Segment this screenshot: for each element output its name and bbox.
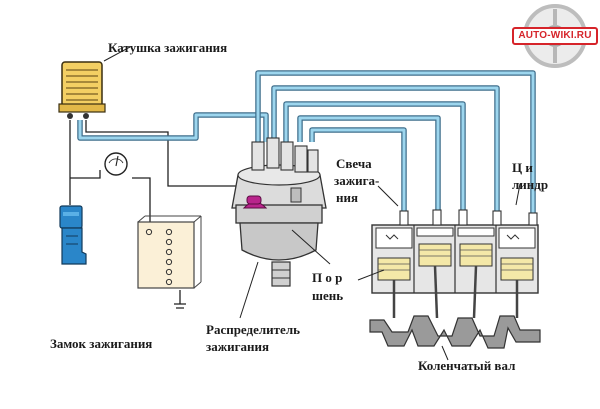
distributor-inner-leader bbox=[291, 229, 331, 265]
engine-block bbox=[371, 224, 539, 294]
high-voltage-wires bbox=[77, 70, 536, 215]
cylinder-leader-line bbox=[515, 183, 521, 206]
label-spark-plug-line3: ния bbox=[336, 190, 359, 205]
label-ignition-coil: Катушка зажигания bbox=[108, 40, 228, 55]
coil-leader-line bbox=[103, 46, 131, 62]
control-panel bbox=[137, 215, 202, 289]
label-distributor-line2: зажигания bbox=[206, 339, 270, 354]
distributor-leader-line bbox=[239, 261, 259, 319]
coil-to-distributor-wire bbox=[85, 120, 246, 187]
crankshaft-leader-line bbox=[441, 345, 449, 361]
label-piston-line2: шень bbox=[312, 288, 344, 303]
ground-symbol bbox=[174, 290, 186, 309]
spark-plug-leader-line bbox=[377, 185, 399, 207]
label-spark-plug-line2: зажига- bbox=[334, 173, 380, 188]
site-logo: AUTO-WIKI.RU bbox=[512, 3, 598, 69]
piston-leader-line bbox=[357, 269, 385, 281]
meter-right-wire bbox=[132, 177, 151, 225]
label-piston-line1: П о р bbox=[312, 270, 343, 285]
spark-plugs bbox=[399, 209, 538, 226]
distributor bbox=[231, 137, 327, 287]
low-voltage-wiring bbox=[69, 120, 246, 309]
label-distributor-line1: Распределитель bbox=[206, 322, 300, 337]
ignition-coil bbox=[58, 61, 106, 119]
label-cylinder-line2: линдр bbox=[512, 177, 549, 192]
ignition-lock bbox=[59, 205, 87, 265]
label-spark-plug-line1: Свеча bbox=[336, 156, 372, 171]
gauge bbox=[104, 152, 128, 176]
meter-left-wire bbox=[70, 170, 101, 179]
label-cylinder-line1: Ц и bbox=[512, 160, 533, 175]
logo-text: AUTO-WIKI.RU bbox=[512, 27, 598, 45]
crankshaft bbox=[369, 315, 541, 349]
label-ignition-lock: Замок зажигания bbox=[50, 336, 153, 351]
label-crankshaft: Коленчатый вал bbox=[418, 358, 516, 373]
connecting-rods bbox=[392, 265, 519, 319]
